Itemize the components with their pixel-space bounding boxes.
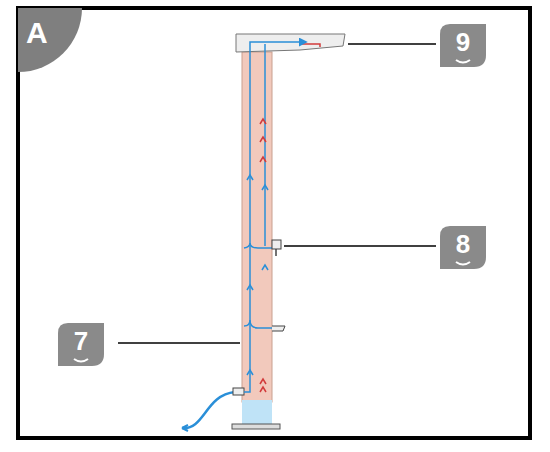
frame — [18, 8, 530, 438]
panel-letter: A — [18, 8, 82, 72]
inlet-fitting — [233, 388, 244, 395]
callout-number-text: 7 — [58, 323, 104, 354]
valve-handle — [275, 249, 277, 256]
callout-number: 8 — [440, 226, 486, 269]
callout-number: 7 — [58, 323, 104, 366]
hose-arrow — [182, 425, 188, 431]
water-line-2 — [264, 44, 266, 246]
callout-number: 9 — [440, 24, 486, 67]
column-body — [242, 52, 272, 402]
column-foot — [242, 400, 272, 425]
leader-line — [118, 342, 240, 344]
branch-mid — [244, 243, 272, 248]
shower-head — [236, 34, 345, 52]
callout-number-text: 9 — [440, 24, 486, 55]
leader-line — [284, 245, 436, 247]
valve-8 — [272, 240, 281, 249]
water-line — [244, 42, 306, 392]
head-outlet — [300, 44, 320, 47]
callout-number-text: 8 — [440, 226, 486, 257]
flow-arrows — [247, 175, 268, 375]
leader-line — [348, 43, 436, 45]
branch-low — [244, 320, 272, 328]
base-plate — [232, 424, 280, 429]
lower-nozzle — [272, 326, 285, 331]
heat-arrows — [260, 119, 266, 392]
hose — [182, 392, 235, 428]
panel-letter-text: A — [18, 8, 82, 48]
